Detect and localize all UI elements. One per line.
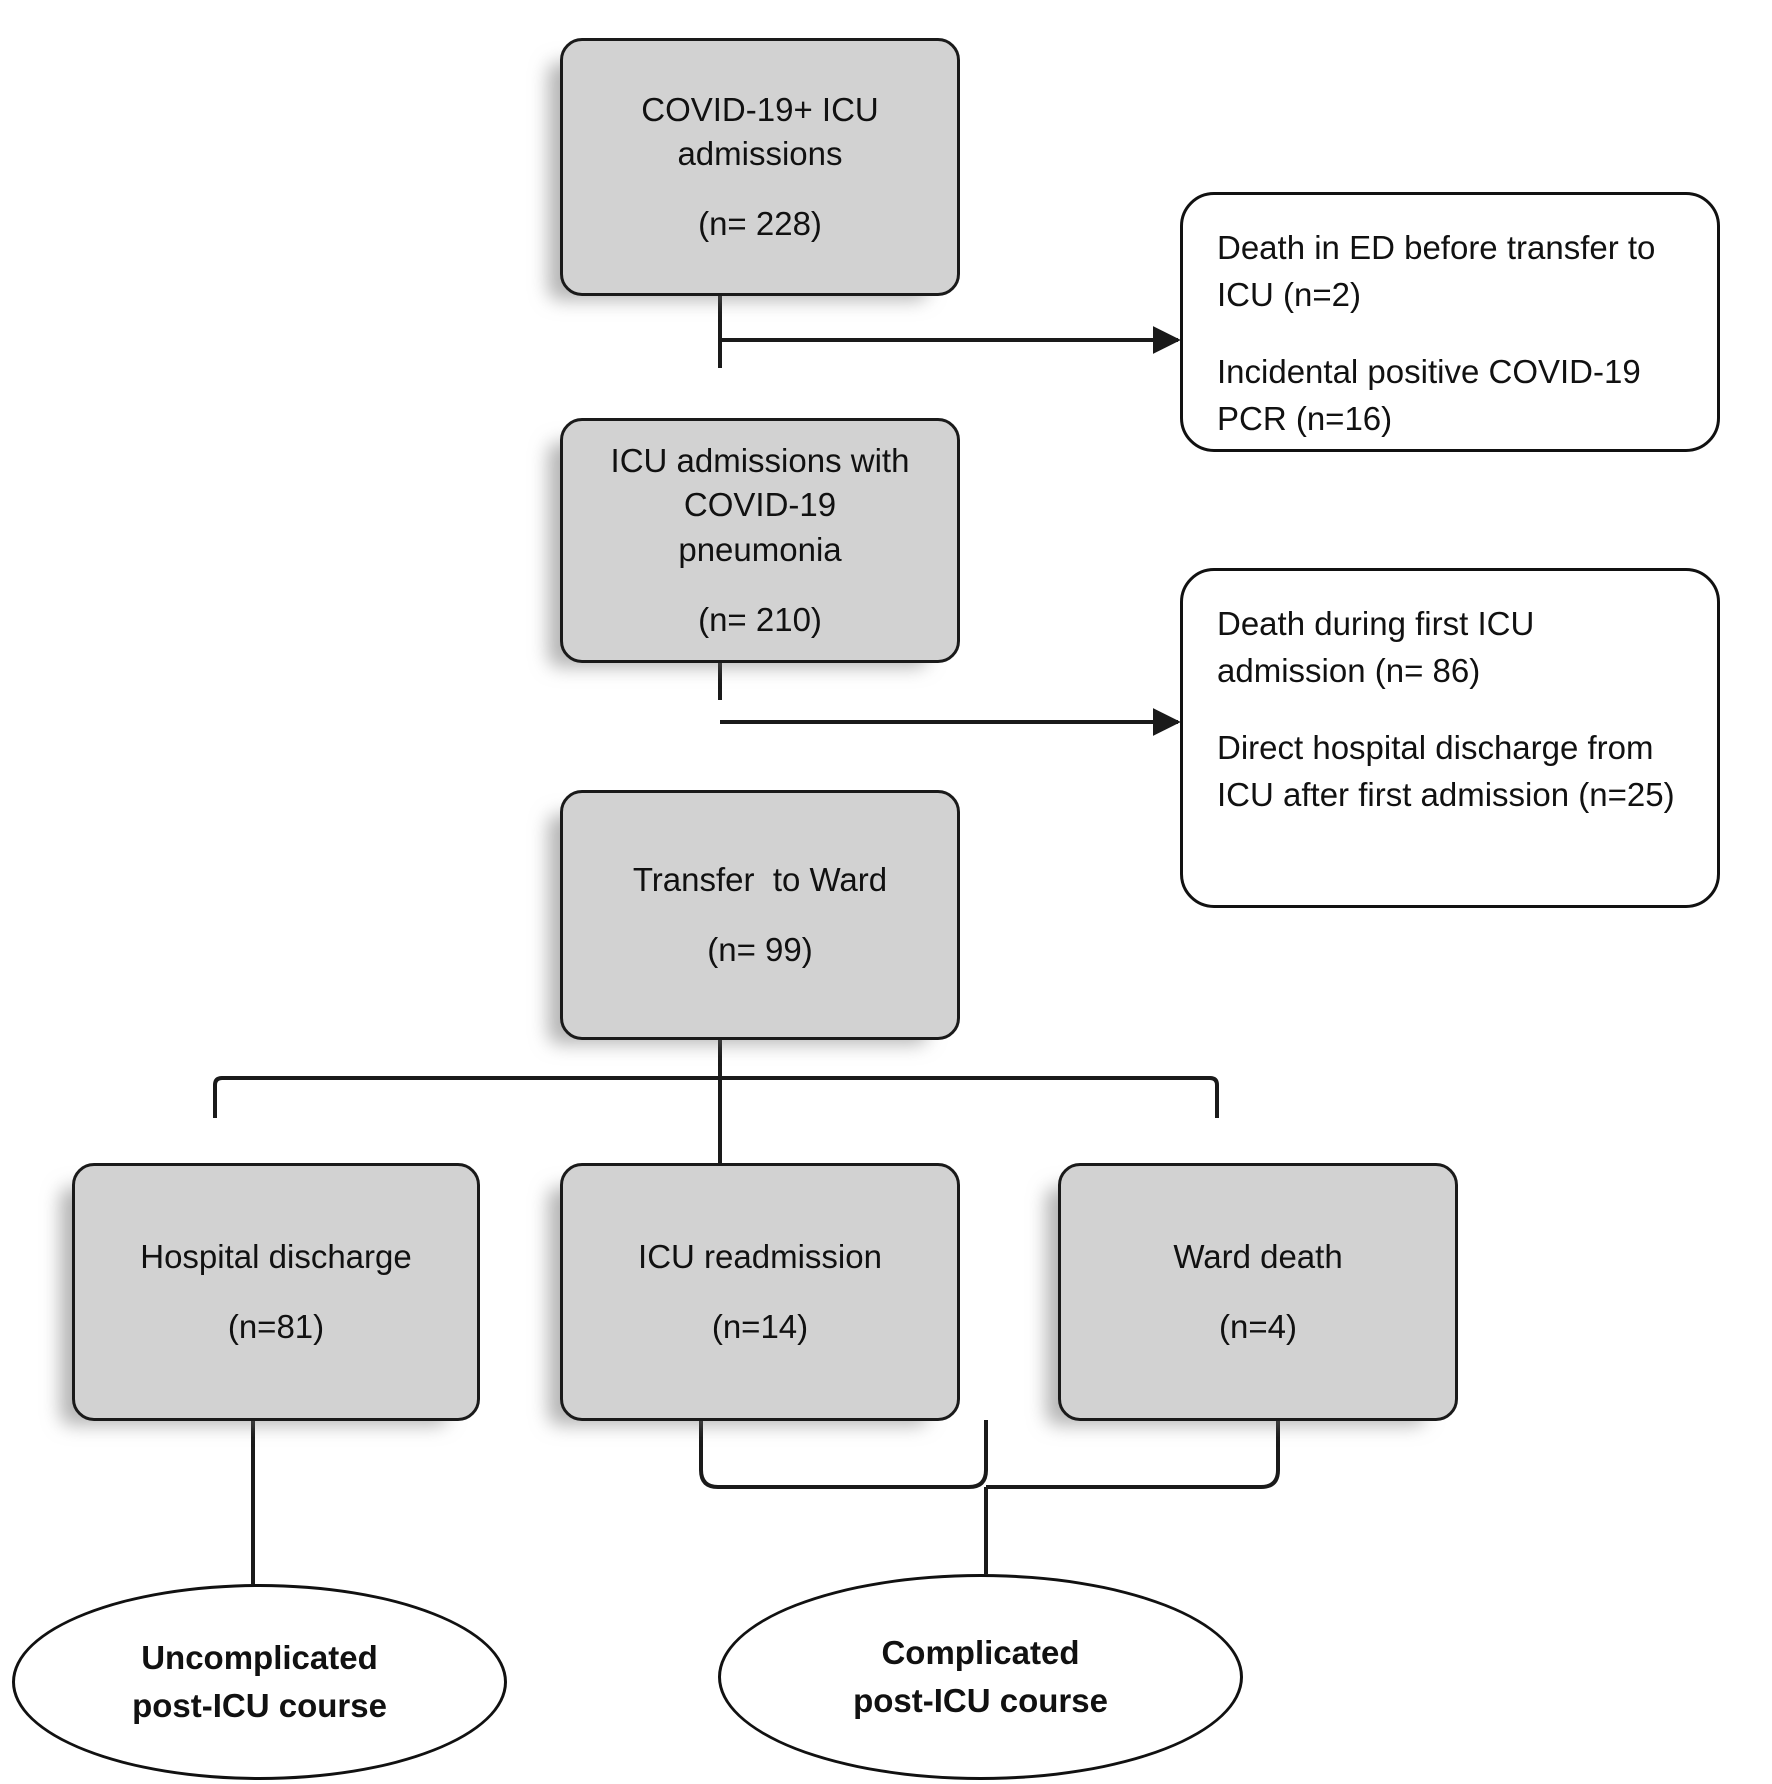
node-count: (n=4) [1219, 1308, 1297, 1345]
node-icu-admissions-pneumonia[interactable]: ICU admissions with COVID-19 pneumonia (… [560, 418, 960, 663]
node-line: Hospital discharge [140, 1237, 412, 1275]
exclusion-item: Death in ED before transfer to ICU (n=2) [1217, 229, 1656, 313]
node-line: ICU admissions with [610, 442, 910, 480]
exclusion-box-2[interactable]: Death during first ICU admission (n= 86)… [1180, 568, 1720, 908]
node-line: COVID-19+ ICU [641, 90, 879, 128]
connector-merge-brace [699, 1420, 988, 1489]
outcome-line: post-ICU course [853, 1682, 1108, 1719]
node-transfer-to-ward[interactable]: Transfer to Ward (n= 99) [560, 790, 960, 1040]
exclusion-item: Direct hospital discharge from ICU after… [1217, 728, 1675, 813]
node-icu-readmission[interactable]: ICU readmission (n=14) [560, 1163, 960, 1421]
node-covid-icu-admissions[interactable]: COVID-19+ ICU admissions (n= 228) [560, 38, 960, 296]
node-count: (n= 99) [707, 931, 813, 968]
exclusion-item: Death during first ICU admission (n= 86) [1217, 605, 1535, 689]
outcome-line: Complicated [881, 1634, 1080, 1672]
outcome-uncomplicated[interactable]: Uncomplicated post-ICU course [12, 1584, 507, 1780]
outcome-complicated[interactable]: Complicated post-ICU course [718, 1574, 1243, 1780]
node-count: (n= 210) [698, 600, 822, 638]
node-line: admissions [677, 134, 843, 172]
node-line: Transfer to Ward [632, 860, 888, 898]
outcome-line: post-ICU course [132, 1687, 387, 1724]
node-line: Ward death [1173, 1237, 1343, 1275]
node-count: (n=14) [711, 1308, 809, 1345]
node-ward-death[interactable]: Ward death (n=4) [1058, 1163, 1458, 1421]
node-count: (n= 228) [698, 205, 822, 243]
node-line: pneumonia [678, 530, 842, 568]
node-count: (n=81) [227, 1308, 325, 1345]
exclusion-item: Incidental positive COVID-19 PCR (n=16) [1217, 352, 1641, 437]
exclusion-box-1[interactable]: Death in ED before transfer to ICU (n=2)… [1180, 192, 1720, 452]
node-line: COVID-19 [683, 486, 837, 524]
node-hospital-discharge[interactable]: Hospital discharge (n=81) [72, 1163, 480, 1421]
connector-merge-brace-right [986, 1420, 1280, 1489]
node-line: ICU readmission [638, 1237, 882, 1275]
connector-split-bus [213, 1076, 1219, 1118]
outcome-line: Uncomplicated [141, 1639, 378, 1677]
